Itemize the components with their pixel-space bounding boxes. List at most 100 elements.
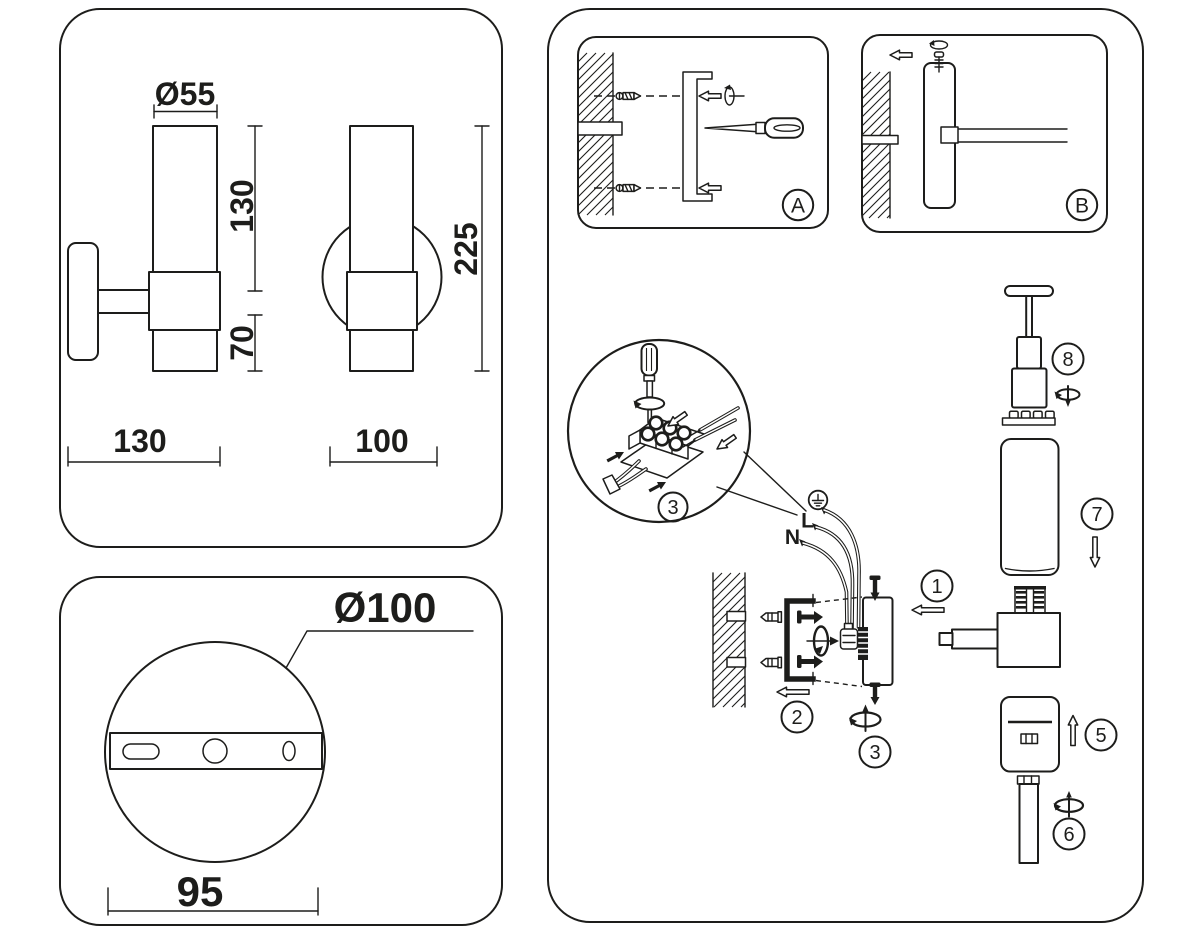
plate-diameter-label: Ø100 (334, 584, 437, 631)
retainer-ring (1001, 410, 1056, 426)
dim-label: Ø55 (155, 76, 215, 112)
dim-label: 100 (355, 423, 408, 459)
bracket-tab (577, 121, 623, 136)
step-badge-8: 8 (1051, 342, 1085, 376)
line-label: L (801, 510, 814, 533)
step-badge-3: 3 (858, 735, 892, 769)
step2-label: 2 (791, 707, 802, 729)
cable-gland (839, 622, 868, 660)
left-arrow-icon (698, 90, 722, 102)
center-hole (202, 738, 228, 764)
installation-panel: A (547, 8, 1144, 923)
left-arrow-icon (889, 49, 913, 61)
dim-label: 95 (177, 868, 224, 915)
inset-a-badge: A (781, 188, 815, 222)
wall-anchor-icon (760, 611, 783, 623)
rotate-icon (1053, 791, 1085, 818)
left-arrow-icon (698, 182, 722, 194)
arm-plug (938, 632, 954, 646)
panel-border (547, 8, 1144, 923)
small-hole (282, 740, 296, 762)
bracket-screw-icon (797, 610, 823, 624)
inset-b: B (861, 34, 1108, 233)
rotate-icon (724, 84, 745, 106)
inset-a-label: A (791, 195, 805, 218)
dim-hole-spacing: 95 (107, 868, 319, 916)
side-view (67, 125, 221, 372)
panel-border (59, 576, 503, 926)
inset-b-label: B (1075, 195, 1089, 218)
rotate-icon (929, 40, 949, 50)
drill-hole (726, 610, 747, 622)
detail-step-badge: 3 (657, 491, 689, 523)
insert-arrow-icon (716, 433, 738, 450)
shade-tube-front (349, 125, 414, 372)
screw-anchor-icon (615, 183, 642, 193)
slot-hole (122, 743, 160, 760)
mounting-bracket (784, 593, 816, 686)
detail-step-label: 3 (667, 497, 678, 519)
dim-upper-length: 130 (224, 125, 263, 292)
step5-label: 5 (1095, 725, 1106, 747)
box-screw-icon (869, 682, 881, 705)
arm-assembly (940, 126, 1068, 144)
rotate-icon (633, 396, 666, 411)
terminal-detail: 3 (566, 338, 807, 524)
drill-hole (726, 656, 747, 668)
wall-hatch (861, 71, 891, 219)
holder-block-front (346, 271, 418, 331)
led-lamp (1004, 285, 1054, 409)
step-badge-5: 5 (1084, 718, 1118, 752)
dim-shade-diameter: Ø55 (153, 76, 218, 119)
dim-label: 70 (224, 325, 260, 361)
dim-label: 130 (113, 423, 166, 459)
up-arrow-icon (1067, 714, 1079, 747)
dim-width: 100 (329, 423, 438, 467)
lamp-body (938, 586, 1061, 668)
front-view (321, 125, 443, 372)
step7-label: 7 (1091, 504, 1102, 526)
dim-label: 225 (448, 222, 484, 275)
screw-anchor-icon (615, 91, 642, 101)
arm (97, 289, 151, 314)
wall-anchor-icon (760, 656, 783, 669)
panel-border (59, 8, 503, 548)
step-badge-6: 6 (1052, 817, 1086, 851)
lamp-wires (682, 406, 740, 448)
wall-hatch (712, 572, 746, 708)
wall-plate (67, 242, 99, 361)
screwdriver-icon (640, 343, 658, 427)
rotate-icon (806, 625, 839, 657)
holder-block (148, 271, 221, 331)
insert-arrow-icon (667, 410, 689, 427)
dim-lower-length: 70 (224, 314, 263, 372)
mounting-plate-panel: Ø100 95 (59, 576, 503, 926)
neutral-label: N (785, 526, 800, 549)
inset-a: A (577, 36, 829, 229)
bracket-screw-icon (797, 655, 823, 669)
step3-label: 3 (869, 742, 880, 764)
dimension-panel: Ø55 130 70 225 130 (59, 8, 503, 548)
dim-total-height: 225 (448, 125, 490, 372)
step6-label: 6 (1063, 824, 1074, 846)
left-arrow-icon (911, 604, 945, 616)
step-badge-1: 1 (920, 569, 954, 603)
step1-label: 1 (931, 576, 942, 598)
wiring-labels: L N (785, 489, 861, 631)
step-badge-2: 2 (780, 700, 814, 734)
ground-icon (807, 489, 829, 511)
step-badge-7: 7 (1080, 497, 1114, 531)
box-screw-icon (869, 575, 881, 601)
mounting-plate-view (104, 630, 474, 863)
arm-connector (940, 126, 959, 144)
wall-section (712, 572, 747, 708)
mounting-bracket (682, 71, 713, 202)
dim-label: 130 (224, 179, 260, 232)
supply-wires (602, 459, 648, 495)
rotate-icon (1054, 385, 1081, 407)
dim-depth: 130 (67, 423, 221, 467)
glass-shade (1000, 438, 1060, 576)
body-block (996, 612, 1061, 668)
insert-arrow-icon (648, 482, 666, 493)
